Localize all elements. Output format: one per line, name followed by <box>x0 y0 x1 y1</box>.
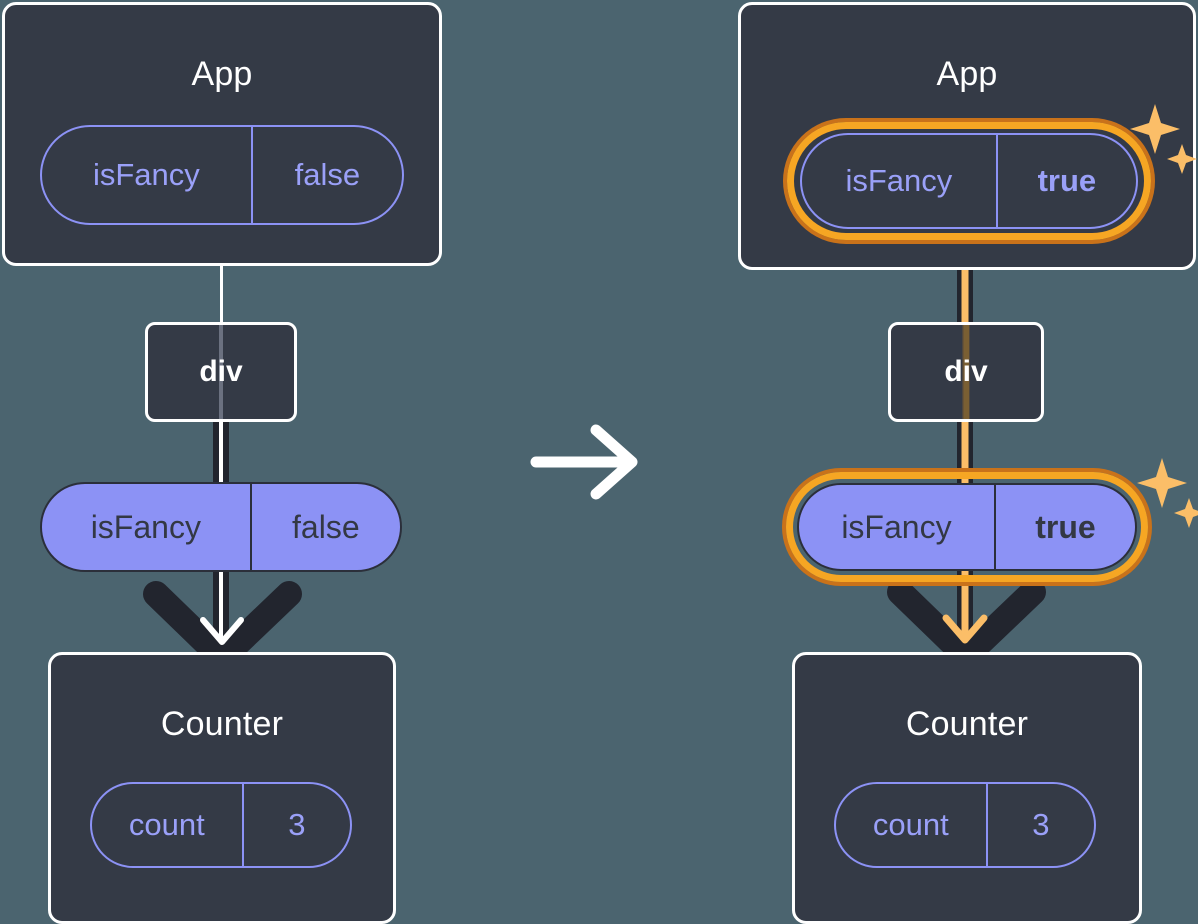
state-pill-key: isFancy <box>92 157 200 192</box>
connector-div-to-props-before <box>213 420 229 490</box>
count-pill-value: 3 <box>985 784 1094 866</box>
state-pill-value: false <box>250 127 402 223</box>
connector-core <box>961 560 969 670</box>
props-pill-isfancy-after[interactable]: isFancy true <box>797 483 1137 571</box>
app-card-title: App <box>936 55 998 93</box>
props-pill-key: isFancy <box>90 508 201 545</box>
props-pill-value: true <box>993 485 1135 569</box>
div-node-after[interactable]: div <box>888 322 1044 422</box>
counter-card-title: Counter <box>160 705 284 743</box>
counter-card-title: Counter <box>905 705 1029 743</box>
highlight-ring-props-pill-after <box>786 472 1148 582</box>
connector-core <box>961 420 969 486</box>
state-pill-isfancy-after[interactable]: isFancy true <box>800 133 1138 229</box>
line-through-div <box>962 325 970 419</box>
div-node-label: div <box>944 355 988 388</box>
sparkle-icon-bottom <box>1135 450 1198 539</box>
connector-div-to-props-after <box>957 420 973 486</box>
state-pill-count-before[interactable]: count 3 <box>90 782 352 868</box>
arrow-right-icon <box>528 418 648 511</box>
state-pill-value: true <box>995 135 1136 227</box>
connector-core <box>961 215 969 327</box>
connector-app-to-div-before <box>220 262 223 324</box>
arrowhead-tip-after <box>939 610 991 662</box>
div-node-label: div <box>199 355 243 388</box>
arrowhead-tip-before <box>196 612 248 664</box>
state-pill-count-after[interactable]: count 3 <box>834 782 1096 868</box>
state-pill-key: isFancy <box>845 163 953 198</box>
div-node-before[interactable]: div <box>145 322 297 422</box>
highlight-ring-state-pill-after <box>787 122 1151 240</box>
count-pill-key: count <box>872 807 949 842</box>
props-pill-value: false <box>249 484 400 570</box>
line-through-div <box>219 325 223 419</box>
props-pill-key: isFancy <box>841 508 952 545</box>
count-pill-value: 3 <box>241 784 350 866</box>
sparkle-icon-top <box>1128 96 1198 185</box>
count-pill-key: count <box>128 807 205 842</box>
state-pill-isfancy-before[interactable]: isFancy false <box>40 125 404 225</box>
props-pill-isfancy-before[interactable]: isFancy false <box>40 482 402 572</box>
connector-core <box>219 420 223 490</box>
app-card-title: App <box>191 55 253 93</box>
connector-core <box>219 560 223 670</box>
